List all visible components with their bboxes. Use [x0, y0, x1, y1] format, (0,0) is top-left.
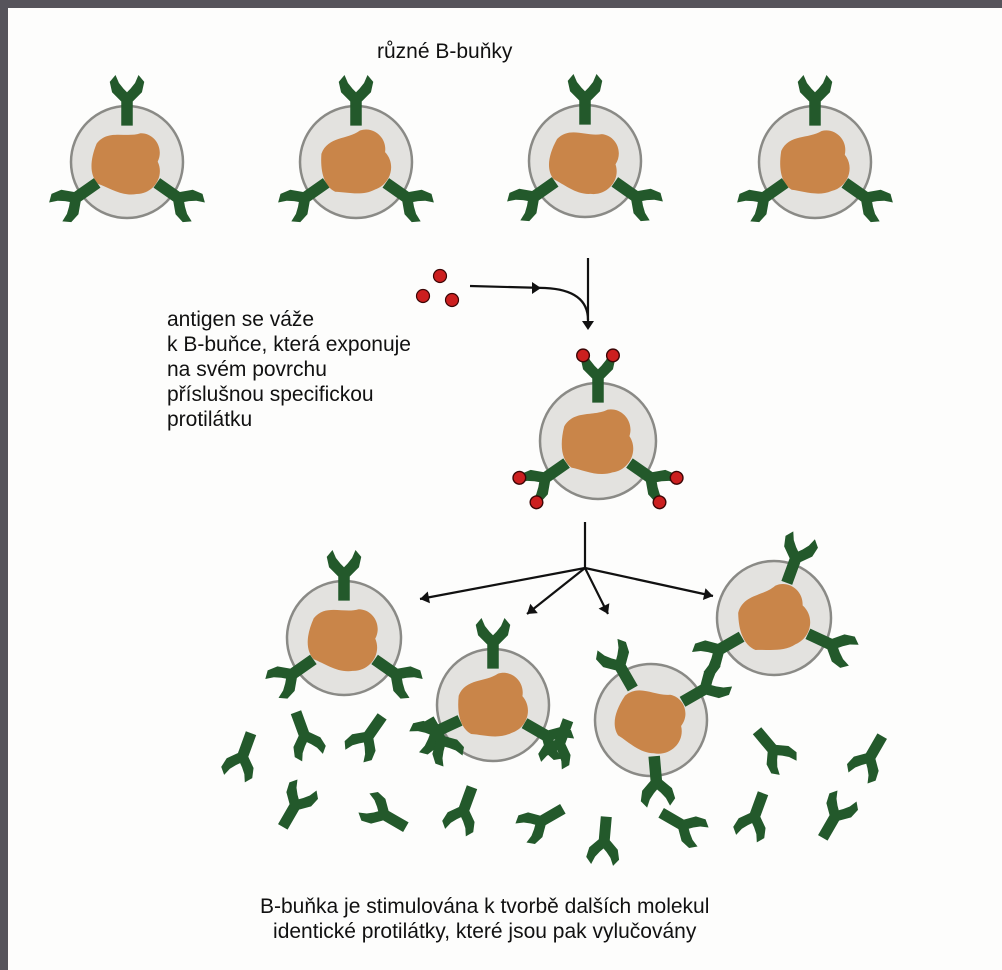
antibody-icon	[808, 787, 862, 847]
antigen-dot	[444, 292, 460, 308]
antigen-binding-label: antigen se váže k B-buňce, která exponuj…	[167, 307, 411, 432]
antigen-binding-line: na svém povrchu	[167, 358, 327, 381]
bottom-caption-line: B-buňka je stimulována k tvorbě dalších …	[260, 895, 710, 918]
antibody-icon	[576, 348, 620, 403]
nucleus-shape	[561, 409, 634, 475]
top-label: různé B-buňky	[377, 40, 513, 63]
antigen-dot	[669, 470, 684, 485]
b-cell	[689, 529, 862, 677]
antibody-icon	[355, 788, 415, 842]
arrow-head	[420, 591, 430, 604]
b-cell	[406, 618, 577, 764]
proliferation-arrow	[584, 566, 714, 598]
antigen-dot	[529, 495, 544, 510]
antibody-icon	[652, 798, 712, 852]
antigen-arrow	[469, 284, 590, 321]
antigen-dot	[576, 348, 591, 363]
antibody-icon	[512, 448, 577, 510]
antigen-dot	[512, 470, 527, 485]
antibody-icon	[218, 727, 267, 785]
antigen-binding-line: protilátku	[167, 408, 253, 431]
arrow-head	[527, 603, 538, 614]
antibody-icon	[744, 720, 801, 779]
proliferation-arrow	[526, 567, 586, 615]
arrow-head	[532, 282, 541, 294]
b-cell	[45, 75, 209, 227]
antigen-binding-line: antigen se váže	[167, 308, 315, 331]
antigen-binding-line: příslušnou specifickou	[167, 383, 374, 406]
b-cell	[274, 75, 438, 227]
bottom-caption: B-buňka je stimulována k tvorbě dalších …	[260, 894, 709, 944]
antibody-icon	[730, 787, 779, 845]
b-cell-diagram	[45, 74, 897, 867]
antibody-icon	[619, 448, 684, 510]
antibody-icon	[280, 706, 329, 764]
antibody-icon	[512, 794, 572, 848]
antibody-icon	[268, 776, 322, 836]
antibody-icon	[843, 727, 897, 787]
b-cell	[733, 75, 897, 227]
b-cell	[503, 74, 667, 226]
proliferation-arrow	[419, 566, 586, 601]
arrow-head	[702, 588, 713, 600]
antigen-dot	[415, 288, 431, 304]
bottom-caption-line: identické protilátky, které jsou pak vyl…	[273, 920, 697, 943]
b-cell	[592, 636, 735, 809]
antigen-dot	[605, 348, 620, 363]
arrow-head	[582, 321, 594, 330]
antibody-icon	[340, 706, 396, 766]
diagram-sheet: různé B-buňky antigen se váže k B-buňce,…	[8, 8, 1002, 970]
b-cell	[512, 348, 684, 510]
antigen-binding-line: k B-buňce, která exponuje	[167, 333, 411, 356]
antibody-icon	[585, 815, 623, 867]
arrow-head	[598, 603, 610, 614]
b-cell	[262, 550, 426, 703]
antigen-dot	[652, 495, 667, 510]
antigen-dot	[432, 268, 448, 284]
antibody-icon	[439, 781, 488, 839]
